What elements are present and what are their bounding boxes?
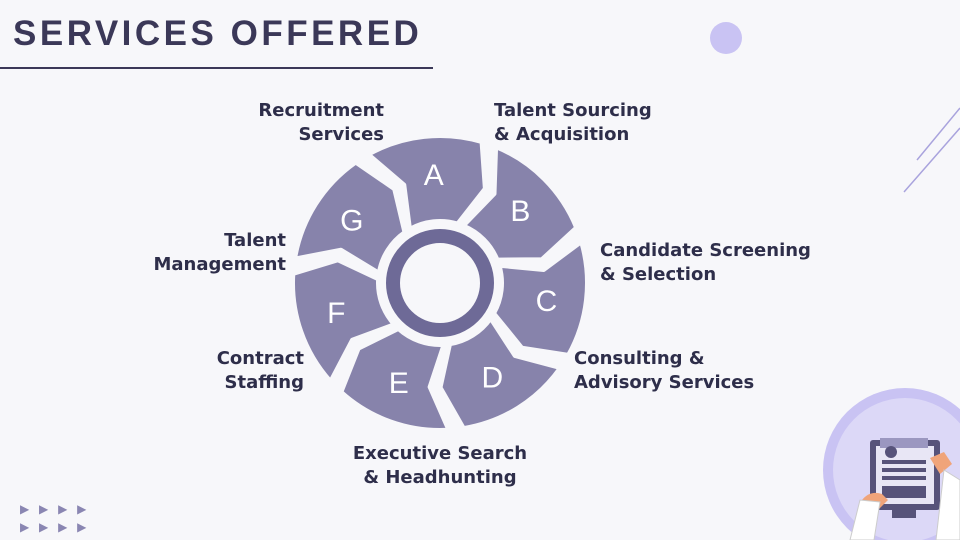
decorative-dot (710, 22, 742, 54)
label-d: Executive Search & Headhunting (352, 443, 528, 488)
segment-letter-c: C (536, 285, 558, 318)
segment-letter-a: A (424, 159, 444, 192)
label-f: Talent Management (153, 230, 287, 275)
segment-d (438, 316, 562, 431)
slide-title: SERVICES OFFERED (13, 14, 423, 53)
segment-letter-e: E (389, 367, 409, 400)
label-e: Contract Staffing (216, 348, 304, 393)
segment-g (293, 160, 407, 275)
segment-c (492, 240, 589, 357)
segment-letter-g: G (340, 205, 363, 238)
decorative-arrows: ▶ ▶ ▶ ▶ ▶ ▶ ▶ ▶ (20, 502, 90, 534)
title-underline (0, 67, 433, 69)
inner-ring (386, 229, 494, 337)
segment-b (461, 145, 579, 262)
label-a: Talent Sourcing & Acquisition (494, 100, 652, 145)
label-c: Consulting & Advisory Services (574, 348, 755, 393)
segment-letter-f: F (327, 297, 345, 330)
segment-letter-d: D (482, 361, 504, 394)
label-g: Recruitment Services (258, 100, 384, 145)
label-b: Candidate Screening & Selection (600, 240, 811, 285)
segment-f (291, 258, 396, 384)
segment-a (366, 134, 487, 231)
segment-letter-b: B (510, 195, 530, 228)
segment-e (339, 326, 451, 432)
